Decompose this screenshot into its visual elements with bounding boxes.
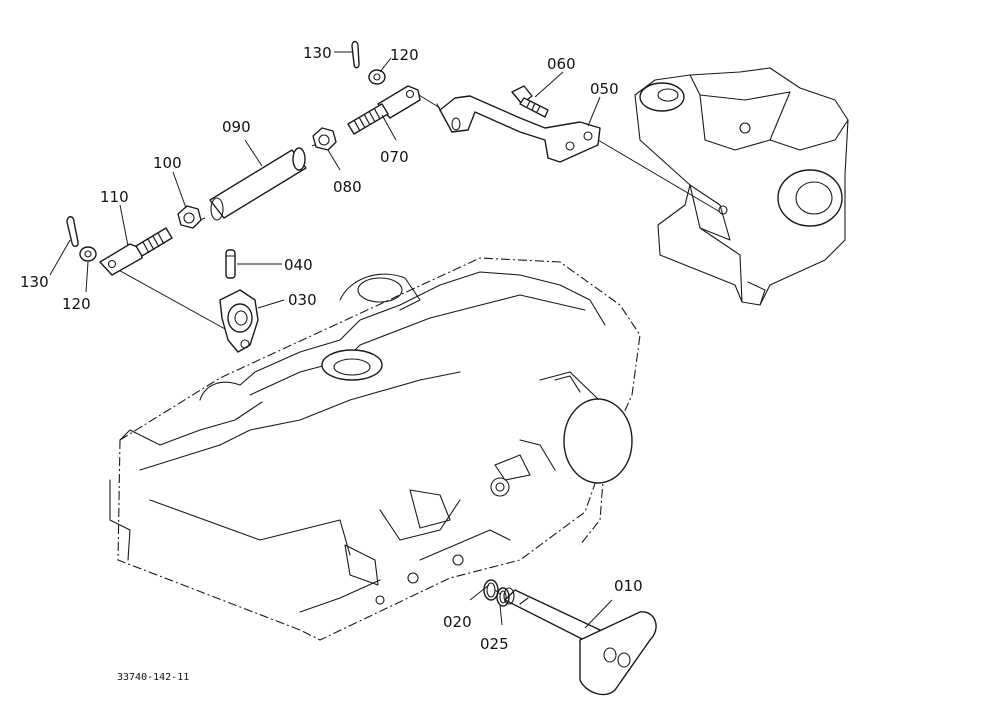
- part-labels: 010 020 025 030 040 050 060 070 080 090 …: [20, 44, 643, 653]
- label-070: 070: [380, 148, 409, 166]
- part-050-link-arm: [436, 95, 601, 163]
- catalog-number: 33740-142-11: [117, 672, 189, 683]
- label-090: 090: [222, 118, 251, 136]
- bracket-main-bore: [777, 169, 843, 227]
- label-130-upper: 130: [303, 44, 332, 62]
- part-070-rod-end: [347, 85, 421, 135]
- label-040: 040: [284, 256, 313, 274]
- part-040-spring-pin: [225, 249, 236, 279]
- upper-bracket-casting: [634, 67, 849, 306]
- part-100-hex-nut: [177, 205, 202, 229]
- label-050: 050: [590, 80, 619, 98]
- label-030: 030: [288, 291, 317, 309]
- right-shaft-boss: [563, 398, 633, 484]
- transmission-housing: [109, 257, 641, 641]
- part-080-hex-nut: [312, 127, 337, 151]
- part-120-washer-lower: [79, 246, 97, 262]
- assembly-centerlines: [114, 91, 721, 341]
- part-130-pin-lower: [66, 216, 79, 247]
- label-120-upper: 120: [390, 46, 419, 64]
- label-025: 025: [480, 635, 509, 653]
- label-060: 060: [547, 55, 576, 73]
- part-060-bolt: [511, 85, 549, 118]
- part-020-snap-ring: [483, 579, 499, 601]
- label-120-lower: 120: [62, 295, 91, 313]
- part-090-turnbuckle-sleeve: [209, 147, 307, 221]
- label-010: 010: [614, 577, 643, 595]
- leader-lines: [49, 51, 613, 629]
- label-080: 080: [333, 178, 362, 196]
- part-025-collar: [496, 587, 510, 607]
- part-010-rock-shaft: [494, 587, 657, 696]
- label-130-lower: 130: [20, 273, 49, 291]
- part-030-lever: [219, 289, 259, 353]
- filler-hole: [321, 349, 383, 381]
- label-020: 020: [443, 613, 472, 631]
- part-110-rod-end: [99, 227, 173, 276]
- label-100: 100: [153, 154, 182, 172]
- label-110: 110: [100, 188, 129, 206]
- part-120-washer-upper: [368, 69, 386, 85]
- part-130-pin-upper: [351, 40, 360, 69]
